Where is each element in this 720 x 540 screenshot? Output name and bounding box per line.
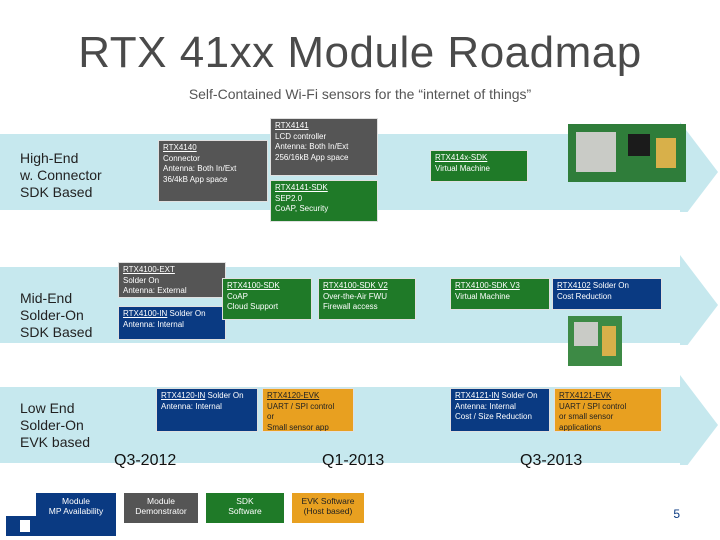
box-heading-tail: Solder On bbox=[205, 391, 244, 400]
page-number: 5 bbox=[673, 507, 680, 521]
box-line: or bbox=[267, 412, 275, 421]
row-label-line: w. Connector bbox=[20, 167, 102, 183]
box-line: Connector bbox=[163, 153, 200, 163]
legend-line: Demonstrator bbox=[135, 506, 187, 516]
box-rtx414x-sdk: RTX414x-SDK Virtual Machine bbox=[430, 150, 528, 182]
box-line: Virtual Machine bbox=[435, 163, 490, 173]
box-line: Cloud Support bbox=[227, 302, 279, 311]
box-rtx4141-sdk: RTX4141-SDK SEP2.0 CoAP, Security bbox=[270, 180, 378, 222]
box-line: SEP2.0 bbox=[275, 193, 303, 203]
box-line: LCD controller bbox=[275, 131, 327, 141]
legend-line: MP Availability bbox=[48, 506, 104, 516]
box-rtx4120-evk: RTX4120-EVK UART / SPI control or Small … bbox=[262, 388, 354, 432]
legend-line: Software bbox=[228, 506, 262, 516]
box-heading: RTX4100-SDK V3 bbox=[455, 281, 520, 290]
legend-line: SDK bbox=[236, 496, 254, 506]
box-line: UART / SPI control bbox=[559, 401, 627, 411]
box-rtx4100-in: RTX4100-IN Solder On Antenna: Internal bbox=[118, 306, 226, 340]
box-heading: RTX4121-IN bbox=[455, 391, 500, 400]
box-line: Antenna: Internal bbox=[123, 319, 184, 329]
box-heading: RTX4141 bbox=[275, 121, 309, 130]
row-label-low-end: Low End Solder-On EVK based bbox=[20, 400, 90, 451]
box-rtx4140: RTX4140 Connector Antenna: Both In/Ext 3… bbox=[158, 140, 268, 202]
legend-evk: EVK Software (Host based) bbox=[292, 493, 364, 523]
row-label-line: Mid-End bbox=[20, 290, 73, 306]
row-label-line: Solder-On bbox=[20, 307, 84, 323]
box-heading-tail: Solder On bbox=[499, 391, 538, 400]
row-label-high-end: High-End w. Connector SDK Based bbox=[20, 150, 102, 201]
box-line: Solder On bbox=[123, 275, 160, 285]
box-rtx4121-in: RTX4121-IN Solder On Antenna: Internal C… bbox=[450, 388, 550, 432]
box-heading: RTX4120-IN bbox=[161, 391, 206, 400]
box-line: CoAP bbox=[227, 291, 248, 301]
box-line: Cost / Size Reduction bbox=[455, 412, 532, 421]
box-heading: RTX414x-SDK bbox=[435, 153, 488, 162]
box-heading: RTX4102 bbox=[557, 281, 591, 290]
date-q1-2013: Q1-2013 bbox=[322, 452, 385, 469]
box-heading: RTX4121-EVK bbox=[559, 391, 612, 400]
box-line: applications bbox=[559, 422, 602, 432]
box-rtx4100-sdk: RTX4100-SDK CoAP Cloud Support bbox=[222, 278, 312, 320]
row-label-line: Low End bbox=[20, 400, 75, 416]
legend-demonstrator: Module Demonstrator bbox=[124, 493, 198, 523]
box-heading: RTX4100-SDK bbox=[227, 281, 280, 290]
box-line: Firewall access bbox=[323, 302, 378, 311]
row-label-line: High-End bbox=[20, 150, 79, 166]
box-rtx4100-sdk-v3: RTX4100-SDK V3 Virtual Machine bbox=[450, 278, 550, 310]
box-line: 36/4kB App space bbox=[163, 174, 228, 184]
box-rtx4102: RTX4102 Solder On Cost Reduction bbox=[552, 278, 662, 310]
box-line: Small sensor app bbox=[267, 422, 329, 432]
box-line: Virtual Machine bbox=[455, 291, 510, 301]
slide-title: RTX 41xx Module Roadmap bbox=[78, 28, 642, 77]
box-rtx4121-evk: RTX4121-EVK UART / SPI control or small … bbox=[554, 388, 662, 432]
box-line: 256/16kB App space bbox=[275, 152, 349, 162]
box-line: or small sensor bbox=[559, 412, 614, 421]
date-q3-2012: Q3-2012 bbox=[114, 452, 177, 469]
box-heading: RTX4141-SDK bbox=[275, 183, 328, 192]
box-heading: RTX4140 bbox=[163, 143, 197, 152]
box-line: CoAP, Security bbox=[275, 204, 329, 213]
box-heading: RTX4120-EVK bbox=[267, 391, 320, 400]
row-label-line: SDK Based bbox=[20, 184, 93, 200]
legend-sdk: SDK Software bbox=[206, 493, 284, 523]
legend-module: Module MP Availability bbox=[36, 493, 116, 523]
row-label-line: Solder-On bbox=[20, 417, 84, 433]
legend-line: Module bbox=[62, 496, 90, 506]
legend-line: EVK Software bbox=[301, 496, 355, 506]
box-rtx4141: RTX4141 LCD controller Antenna: Both In/… bbox=[270, 118, 378, 176]
box-rtx4120-in: RTX4120-IN Solder On Antenna: Internal bbox=[156, 388, 258, 432]
module-photo-rtx4102 bbox=[568, 316, 622, 366]
slide-subtitle: Self-Contained Wi-Fi sensors for the “in… bbox=[188, 86, 532, 102]
box-heading: RTX4100-IN bbox=[123, 309, 168, 318]
date-q3-2013: Q3-2013 bbox=[520, 452, 583, 469]
module-photo-rtx414x bbox=[568, 124, 686, 182]
box-heading: RTX4100-SDK V2 bbox=[323, 281, 388, 290]
box-line: Antenna: External bbox=[123, 286, 187, 295]
legend-line: Module bbox=[147, 496, 175, 506]
box-line: Antenna: Both In/Ext bbox=[163, 164, 237, 173]
box-heading-tail: Solder On bbox=[590, 281, 629, 290]
legend-line: (Host based) bbox=[303, 506, 353, 516]
box-line: Antenna: Both In/Ext bbox=[275, 142, 349, 151]
box-rtx4100-sdk-v2: RTX4100-SDK V2 Over-the-Air FWU Firewall… bbox=[318, 278, 416, 320]
box-line: Antenna: Internal bbox=[161, 401, 222, 411]
box-line: Over-the-Air FWU bbox=[323, 291, 387, 301]
row-label-line: SDK Based bbox=[20, 324, 93, 340]
box-heading: RTX4100-EXT bbox=[123, 265, 175, 274]
box-rtx4100-ext: RTX4100-EXT Solder On Antenna: External bbox=[118, 262, 226, 298]
box-line: UART / SPI control bbox=[267, 401, 335, 411]
box-line: Cost Reduction bbox=[557, 291, 612, 301]
box-heading-tail: Solder On bbox=[167, 309, 206, 318]
box-line: Antenna: Internal bbox=[455, 401, 516, 411]
row-label-mid-end: Mid-End Solder-On SDK Based bbox=[20, 290, 92, 341]
row-label-line: EVK based bbox=[20, 434, 91, 450]
